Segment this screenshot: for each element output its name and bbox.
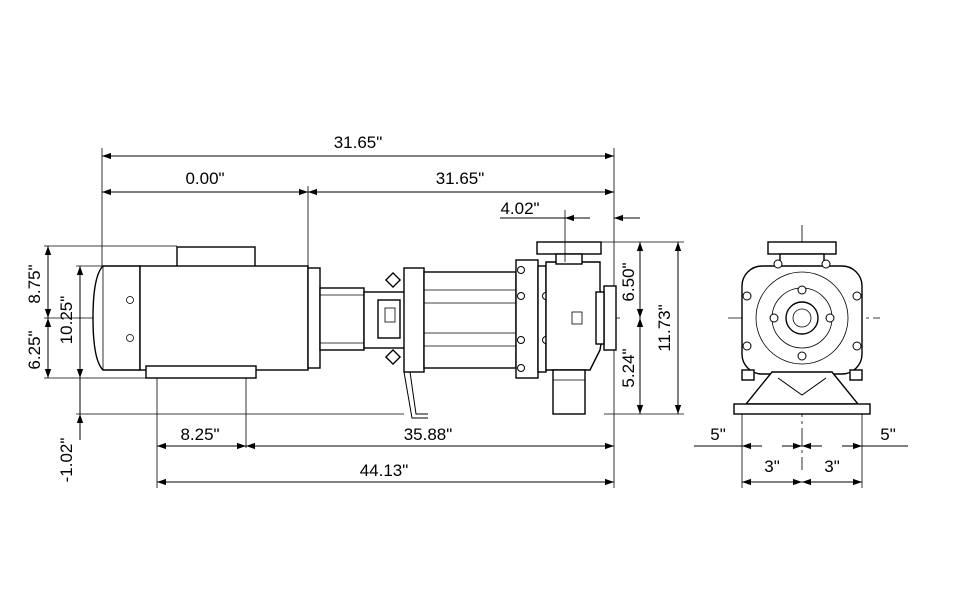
dim-left-6-25: 6.25" (25, 330, 44, 369)
dim-left-8-75: 8.75" (25, 264, 44, 303)
dim-right-11-73: 11.73" (655, 304, 674, 351)
dim-flange-offset: 4.02" (500, 199, 539, 218)
coupling-bracket (319, 267, 517, 419)
dim-top-overall: 31.65" (334, 133, 383, 152)
dim-end-right-5: 5" (880, 425, 896, 444)
motor (92, 246, 321, 379)
side-view (88, 241, 620, 419)
extension-lines (44, 148, 863, 488)
dim-top-left: 0.00" (185, 169, 224, 188)
pump-casing (515, 241, 617, 415)
dim-bottom-35-88: 35.88" (404, 425, 453, 444)
dimension-labels: 31.65" 0.00" 31.65" 4.02" 8.75" 10.25" 6… (25, 133, 896, 482)
dim-left-10-25: 10.25" (57, 296, 76, 345)
dim-bottom-44-13: 44.13" (360, 461, 409, 480)
end-view (728, 225, 880, 470)
dim-end-left-5: 5" (710, 425, 726, 444)
dim-end-left-3: 3" (764, 457, 780, 476)
dim-right-5-24: 5.24" (619, 348, 638, 387)
dim-right-6-50: 6.50" (619, 262, 638, 301)
dim-end-right-3: 3" (824, 457, 840, 476)
dim-top-right: 31.65" (436, 169, 485, 188)
dimension-lines (44, 152, 908, 486)
dim-left-neg-1-02: -1.02" (57, 438, 76, 483)
dim-bottom-8-25: 8.25" (180, 425, 219, 444)
